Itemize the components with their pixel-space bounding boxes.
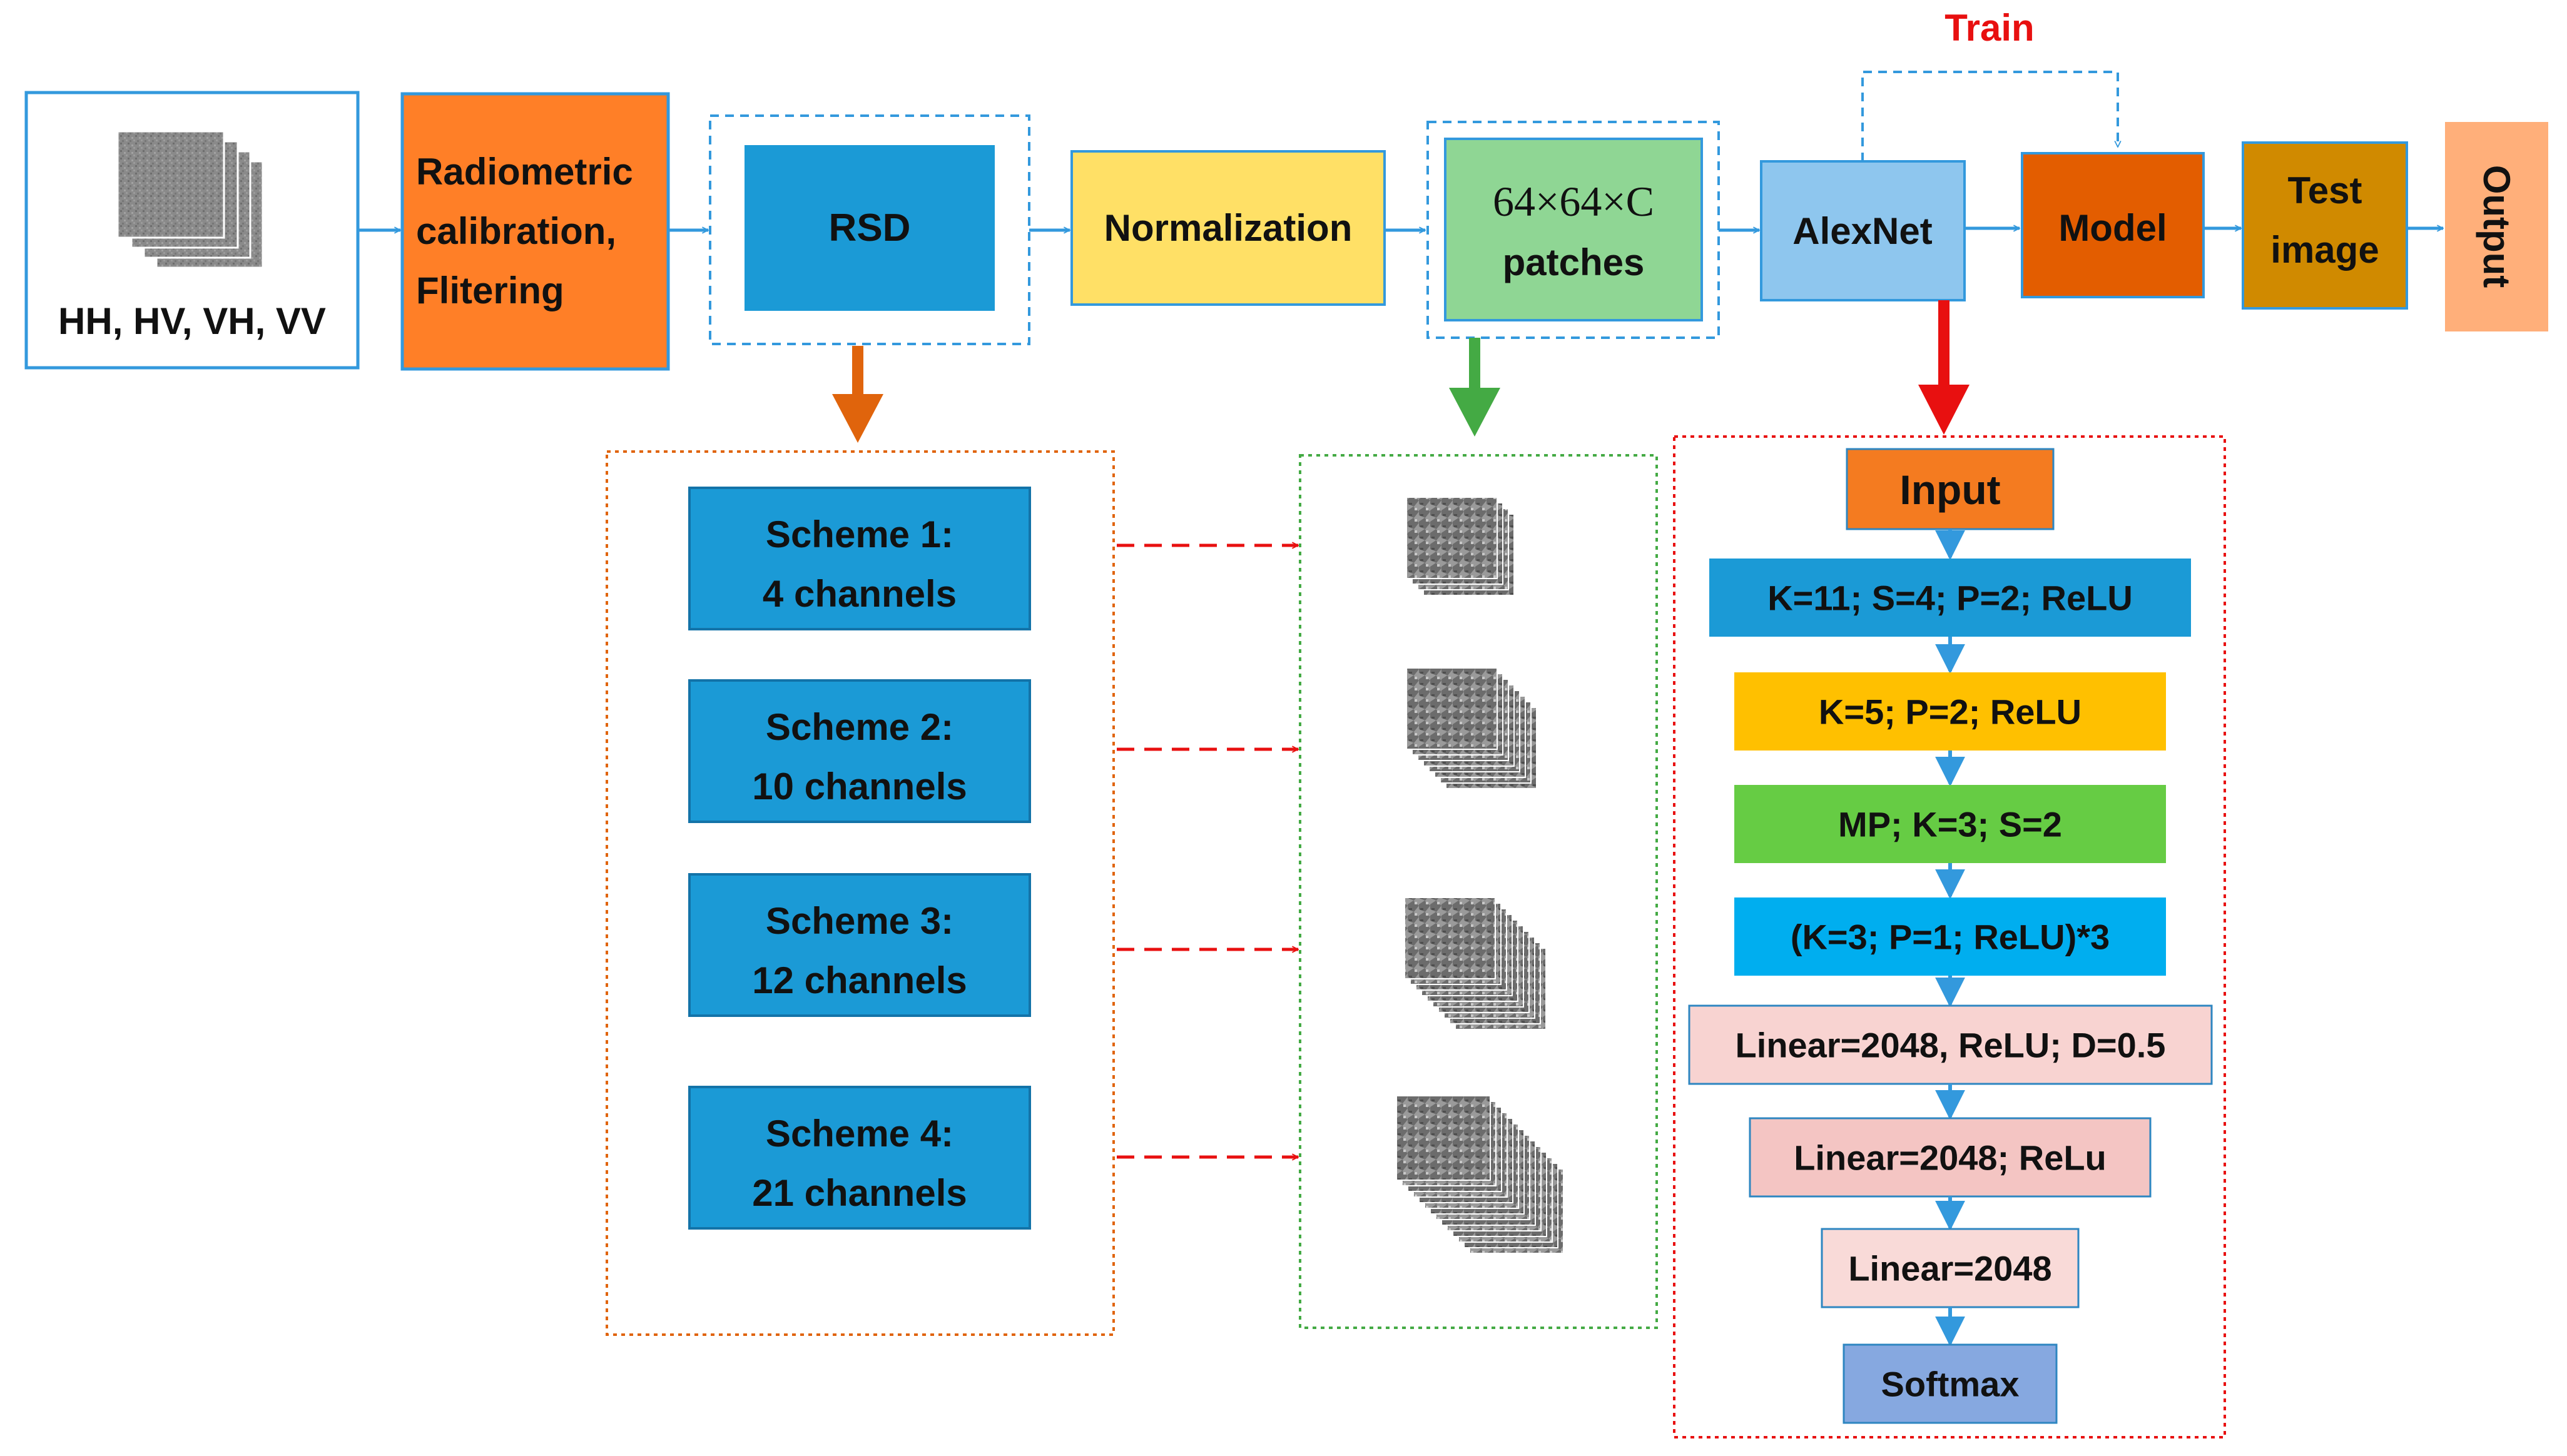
layer-label: K=11; S=4; P=2; ReLU [1767, 579, 2133, 618]
scheme-1-title: Scheme 1: [766, 513, 953, 555]
train-label: Train [1944, 7, 2034, 49]
patch-stack-4 [1396, 1095, 1564, 1254]
alexnet-down-arrow [1918, 300, 1970, 435]
preprocess-line-2: calibration, [416, 210, 616, 252]
scheme-3-title: Scheme 3: [766, 900, 953, 942]
preprocess-line-1: Radiometric [416, 151, 633, 193]
patch-stacks-group [1299, 454, 1658, 1329]
alexnet-layer-3: K=5; P=2; ReLU [1734, 672, 2166, 751]
layer-box [1846, 448, 2055, 530]
scheme-4: Scheme 4: 21 channels [688, 1086, 1031, 1230]
test-image-box [2242, 141, 2408, 310]
scheme-1-channels: 4 channels [763, 573, 957, 615]
alexnet-layer-8: Linear=2048 [1821, 1228, 2080, 1308]
patch-layer [1404, 897, 1496, 979]
layer-box [1734, 897, 2166, 976]
scheme-2-title: Scheme 2: [766, 706, 953, 748]
rsd-down-arrow [832, 346, 883, 443]
scheme-3-channels: 12 channels [752, 959, 967, 1001]
patch-stack-2 [1406, 667, 1537, 789]
layer-label: Linear=2048 [1848, 1249, 2051, 1288]
scheme-4-channels: 21 channels [752, 1172, 967, 1214]
layer-box [1749, 1117, 2152, 1198]
layer-box [1821, 1228, 2080, 1308]
patch-layer [1406, 667, 1498, 750]
alexnet-layer-1: Input [1846, 448, 2055, 530]
patch-stacks [1396, 497, 1564, 1254]
layer-box [1709, 559, 2191, 637]
layer-label: Input [1899, 467, 2000, 513]
model-label: Model [2058, 207, 2167, 249]
layer-label: Linear=2048; ReLu [1794, 1138, 2107, 1178]
rsd-group [709, 114, 1030, 345]
alexnet-layer-5: (K=3; P=1; ReLU)*3 [1734, 897, 2166, 976]
patches-down-arrow [1449, 338, 1500, 437]
layer-label: MP; K=3; S=2 [1838, 805, 2062, 844]
layer-label: Softmax [1881, 1365, 2020, 1404]
sar-stack-icon [116, 130, 264, 269]
test-image-line-2: image [2270, 229, 2379, 271]
scheme-2: Scheme 2: 10 channels [688, 679, 1031, 823]
alexnet-layer-7: Linear=2048; ReLu [1749, 1117, 2152, 1198]
alexnet-layer-4: MP; K=3; S=2 [1734, 785, 2166, 863]
output-label: Output [2476, 165, 2518, 288]
preprocess-line-3: Flitering [416, 270, 564, 311]
train-loop-arrow [1861, 71, 2118, 161]
layer-box [1734, 785, 2166, 863]
alexnet-layer-9: Softmax [1843, 1343, 2058, 1424]
scheme-4-title: Scheme 4: [766, 1113, 953, 1155]
patch-stack-3 [1404, 897, 1547, 1030]
scheme-2-channels: 10 channels [752, 766, 967, 807]
alexnet-layer-6: Linear=2048, ReLU; D=0.5 [1688, 1004, 2213, 1085]
alexnet-layers-group [1673, 435, 2226, 1438]
layer-box [1688, 1004, 2213, 1085]
patch-layer [1396, 1095, 1491, 1181]
normalization-box [1070, 150, 1386, 306]
output-box [2445, 122, 2548, 331]
layer-box [1843, 1343, 2058, 1424]
layer-label: K=5; P=2; ReLU [1819, 692, 2082, 732]
test-image-line-1: Test [2288, 169, 2362, 211]
normalization-label: Normalization [1104, 207, 1353, 249]
alexnet-box [1760, 160, 1966, 301]
input-label: HH, HV, VH, VV [58, 300, 326, 342]
schemes-group [606, 450, 1115, 1336]
scheme-3: Scheme 3: 12 channels [688, 873, 1031, 1017]
layer-label: (K=3; P=1; ReLU)*3 [1791, 918, 2110, 957]
alexnet-layer-2: K=11; S=4; P=2; ReLU [1709, 559, 2191, 637]
rsd-label: RSD [829, 206, 911, 250]
scheme-1: Scheme 1: 4 channels [688, 487, 1031, 630]
patch-stack-1 [1406, 497, 1515, 596]
layer-box [1734, 672, 2166, 751]
model-box [2021, 152, 2205, 298]
rsd-box [745, 145, 995, 311]
patches-box [1444, 138, 1703, 321]
alexnet-label: AlexNet [1792, 210, 1932, 252]
layer-label: Linear=2048, ReLU; D=0.5 [1736, 1026, 2166, 1065]
patch-layer [1406, 497, 1498, 579]
patches-label: patches [1503, 241, 1645, 283]
patches-size-label: 64×64×C [1493, 178, 1654, 225]
